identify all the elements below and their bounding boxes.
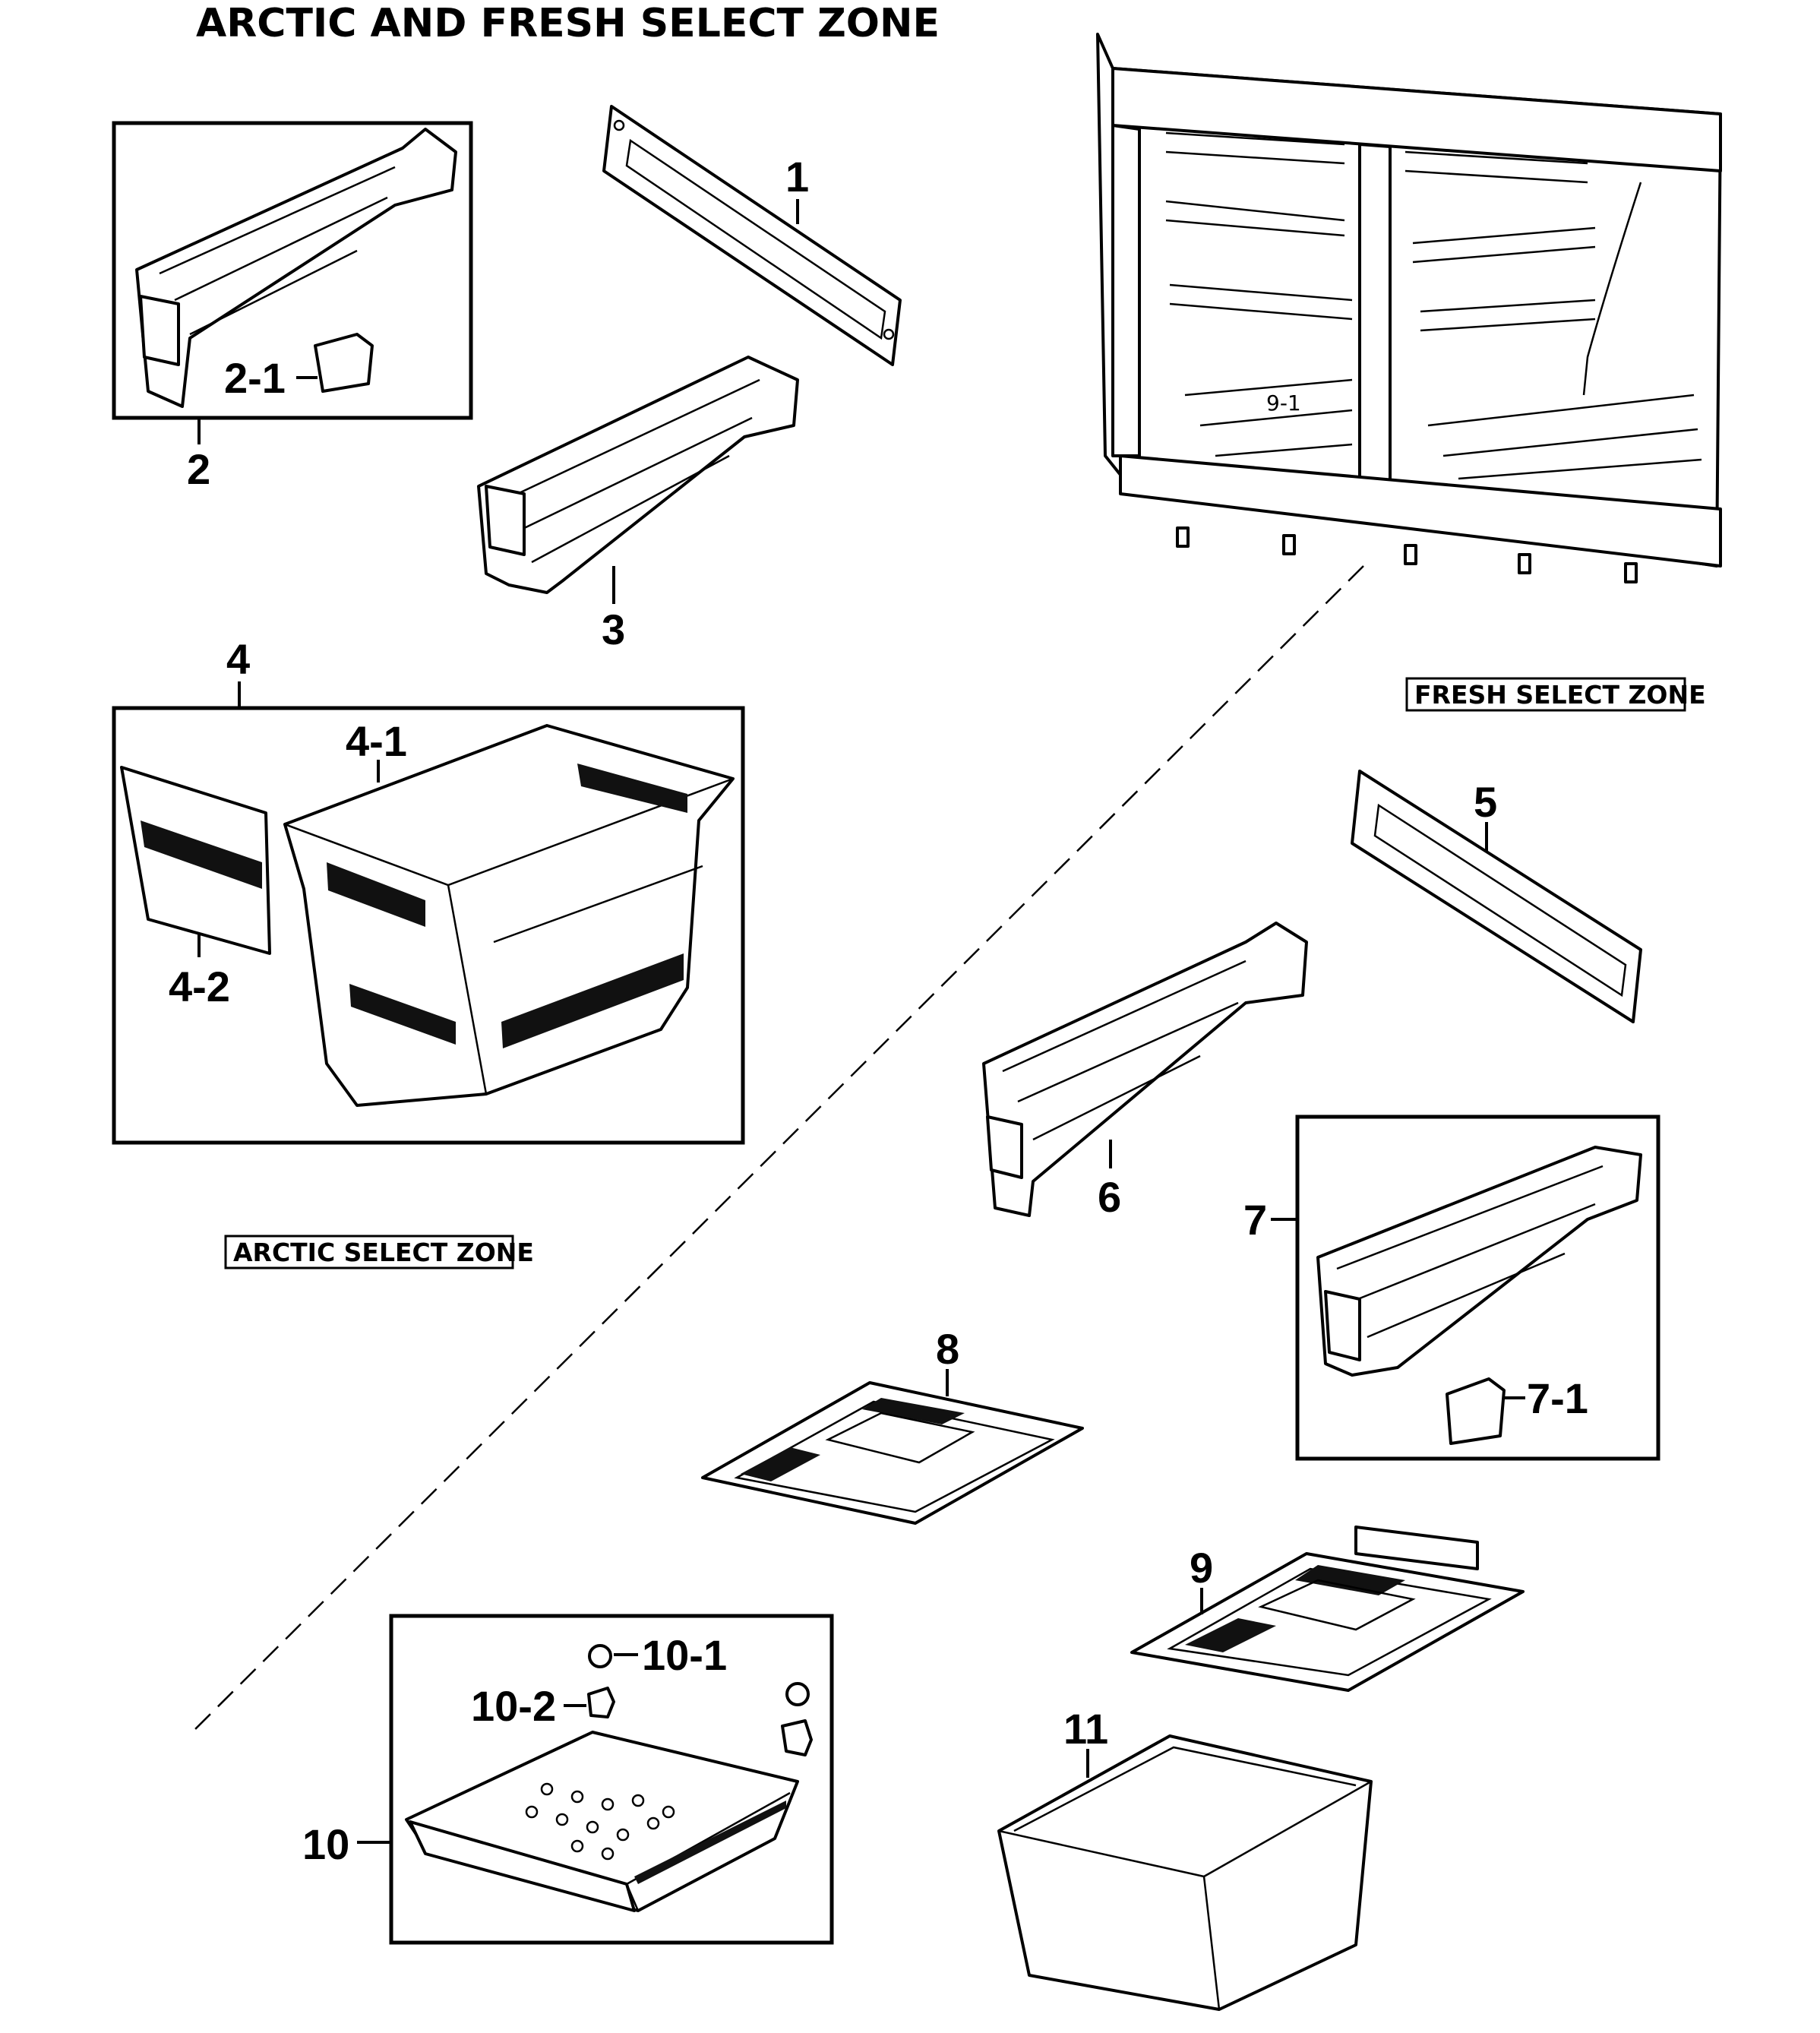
- callout-4: 4: [226, 635, 250, 683]
- part-7-1-clip: [1446, 1377, 1506, 1445]
- part-10-1-roller: [588, 1644, 810, 1706]
- callout-1: 1: [785, 153, 809, 201]
- callout-4-2: 4-2: [169, 963, 230, 1010]
- part-9-shelf: [1130, 1526, 1525, 1692]
- part-10-frame: [389, 1614, 834, 1945]
- part-4-1-basket: [283, 724, 735, 1107]
- callout-2-1: 2-1: [224, 354, 286, 402]
- callout-9: 9: [1190, 1544, 1213, 1592]
- part-8-shelf: [701, 1381, 1084, 1525]
- part-11-crisper-bin: [997, 1734, 1373, 2011]
- arctic-zone-box: [224, 1235, 514, 1269]
- callout-2: 2: [187, 445, 210, 493]
- callout-10: 10: [302, 1820, 349, 1868]
- part-4-frame: [112, 706, 745, 1145]
- part-4-2-divider: [120, 766, 271, 955]
- zone-divider-line: [188, 565, 1364, 1737]
- callout-4-1: 4-1: [346, 717, 407, 765]
- callout-11: 11: [1063, 1705, 1108, 1753]
- callout-10-1: 10-1: [642, 1631, 727, 1679]
- part-3-slide-rail: [477, 356, 799, 594]
- fresh-zone-label: FRESH SELECT ZONE: [1414, 680, 1706, 710]
- callout-7: 7: [1243, 1196, 1267, 1244]
- part-7-slide-rail: [1316, 1146, 1642, 1377]
- callout-7-1: 7-1: [1527, 1374, 1588, 1422]
- arctic-zone-label: ARCTIC SELECT ZONE: [233, 1238, 534, 1267]
- diagram-title: ARCTIC AND FRESH SELECT ZONE: [196, 1, 940, 46]
- callout-5: 5: [1474, 778, 1497, 826]
- part-1-rail: [602, 105, 902, 366]
- part-10-drawer: [405, 1731, 799, 1912]
- part-2-slide-rail: [135, 128, 457, 408]
- part-7-frame: [1295, 1115, 1660, 1461]
- part-2-1-clip: [314, 333, 374, 393]
- part-10-2-clip: [587, 1687, 813, 1756]
- fresh-zone-box: [1405, 677, 1686, 712]
- callout-8: 8: [936, 1325, 959, 1373]
- callout-3: 3: [602, 605, 625, 653]
- part-2-frame: [112, 121, 473, 420]
- part-5-rail: [1351, 770, 1642, 1023]
- part-6-slide-rail: [982, 922, 1308, 1217]
- callout-10-2: 10-2: [471, 1682, 556, 1730]
- callout-6: 6: [1098, 1173, 1121, 1221]
- callout-9-1: 9-1: [1266, 390, 1301, 416]
- refrigerator-cabinet: [1096, 33, 1722, 583]
